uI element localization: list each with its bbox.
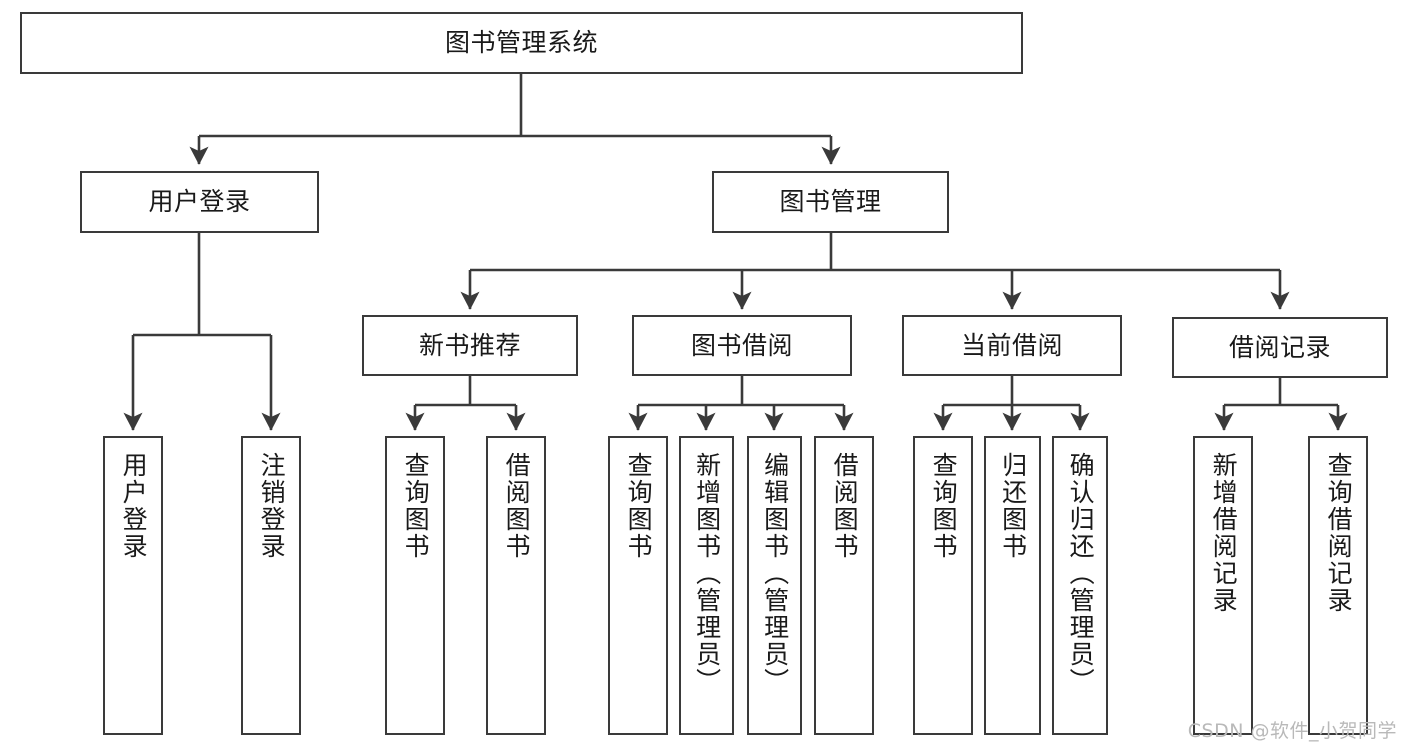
- watermark: CSDN @软件_小贺同学: [1187, 720, 1397, 742]
- node-leaf-user-login[interactable]: 用户登录: [103, 436, 163, 735]
- node-leaf-logout[interactable]: 注销登录: [241, 436, 301, 735]
- node-root-label: 图书管理系统: [444, 28, 598, 58]
- node-leaf-add-record[interactable]: 新增借阅记录: [1193, 436, 1253, 735]
- node-user-login[interactable]: 用户登录: [80, 171, 319, 233]
- node-leaf-add-record-label: 新增借阅记录: [1209, 452, 1239, 614]
- node-leaf-query-record[interactable]: 查询借阅记录: [1308, 436, 1368, 735]
- node-leaf-add-book-label: 新增图书（管理员）: [692, 452, 722, 695]
- node-borrow-record[interactable]: 借阅记录: [1172, 317, 1388, 378]
- node-leaf-query-book-bor-label: 查询图书: [624, 452, 654, 560]
- node-new-book-rec[interactable]: 新书推荐: [362, 315, 578, 376]
- node-leaf-edit-book[interactable]: 编辑图书（管理员）: [747, 436, 802, 735]
- node-leaf-user-login-label: 用户登录: [119, 452, 149, 560]
- node-root[interactable]: 图书管理系统: [20, 12, 1023, 74]
- node-leaf-return-book-label: 归还图书: [998, 452, 1028, 560]
- node-leaf-query-record-label: 查询借阅记录: [1324, 452, 1354, 614]
- node-current-borrow[interactable]: 当前借阅: [902, 315, 1122, 376]
- node-leaf-confirm-return-label: 确认归还（管理员）: [1066, 452, 1096, 695]
- node-book-manage-label: 图书管理: [779, 187, 882, 217]
- node-user-login-label: 用户登录: [148, 187, 251, 217]
- node-current-borrow-label: 当前借阅: [960, 330, 1063, 360]
- node-leaf-query-book-rec-label: 查询图书: [401, 452, 431, 560]
- node-leaf-borrow-book-rec-label: 借阅图书: [502, 452, 532, 560]
- node-book-borrow[interactable]: 图书借阅: [632, 315, 852, 376]
- node-leaf-query-book-cur-label: 查询图书: [929, 452, 959, 560]
- node-leaf-query-book-rec[interactable]: 查询图书: [385, 436, 445, 735]
- node-leaf-confirm-return[interactable]: 确认归还（管理员）: [1052, 436, 1108, 735]
- node-leaf-add-book[interactable]: 新增图书（管理员）: [679, 436, 734, 735]
- node-new-book-rec-label: 新书推荐: [418, 330, 521, 360]
- node-leaf-borrow-book-rec[interactable]: 借阅图书: [486, 436, 546, 735]
- node-leaf-edit-book-label: 编辑图书（管理员）: [760, 452, 790, 695]
- node-borrow-record-label: 借阅记录: [1228, 332, 1331, 362]
- node-leaf-return-book[interactable]: 归还图书: [984, 436, 1041, 735]
- node-book-manage[interactable]: 图书管理: [712, 171, 949, 233]
- node-leaf-borrow-book[interactable]: 借阅图书: [814, 436, 874, 735]
- node-leaf-query-book-cur[interactable]: 查询图书: [913, 436, 973, 735]
- node-leaf-query-book-bor[interactable]: 查询图书: [608, 436, 668, 735]
- node-leaf-borrow-book-label: 借阅图书: [830, 452, 860, 560]
- node-leaf-logout-label: 注销登录: [257, 452, 287, 560]
- node-book-borrow-label: 图书借阅: [690, 330, 793, 360]
